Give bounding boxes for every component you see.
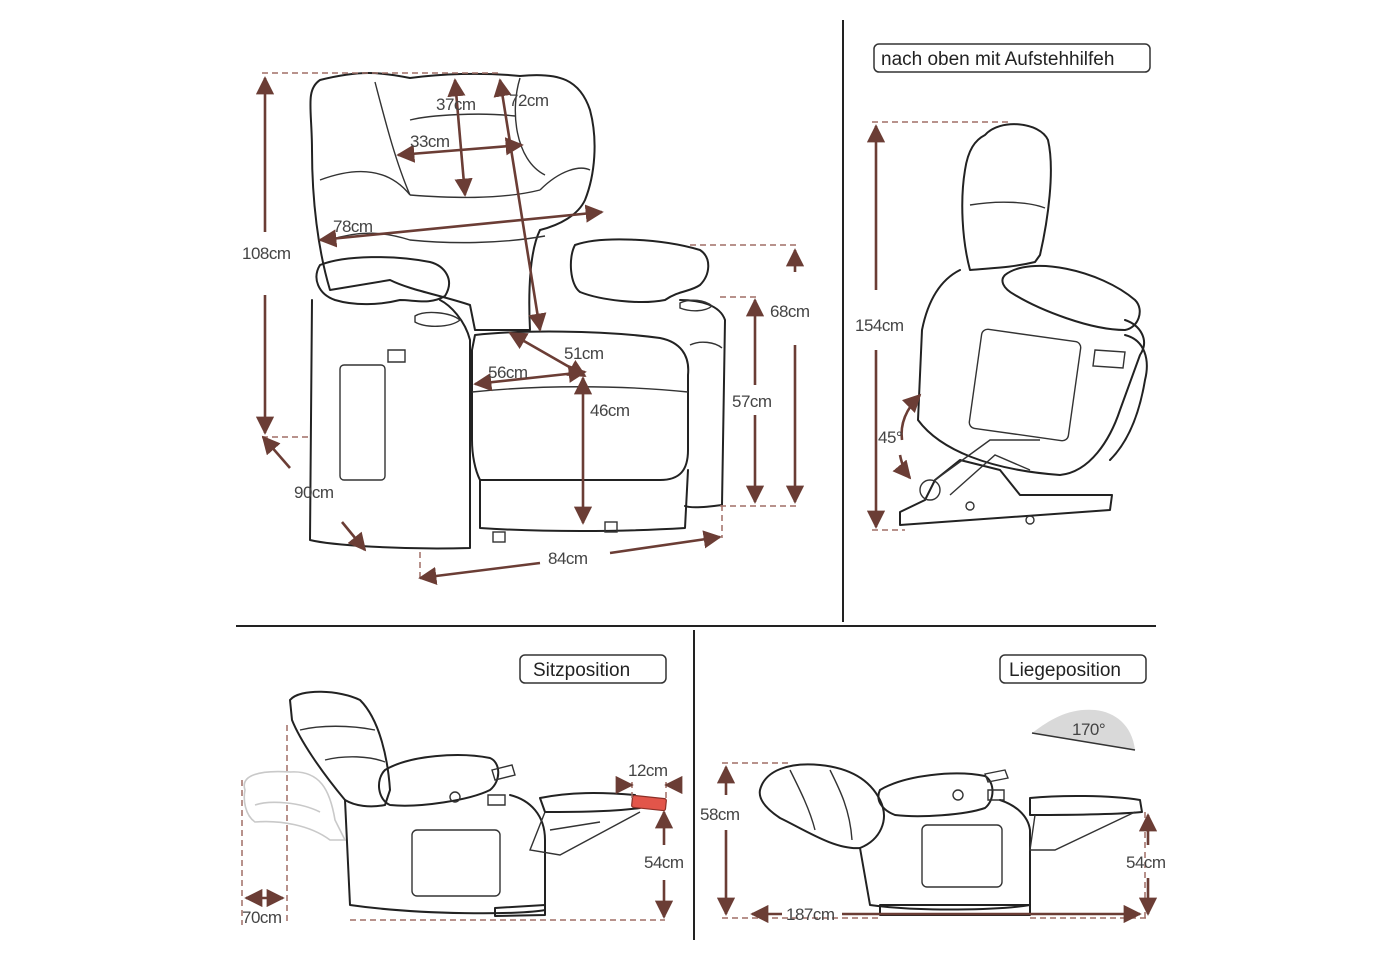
lift-view-title: nach oben mit Aufstehhilfeh: [881, 49, 1114, 70]
sitting-view-title-box: [519, 654, 667, 684]
dim-seat-height: 46cm: [590, 401, 630, 420]
front-view-dimensions: 108cm 72cm 37cm 33cm 78cm 68cm 51cm 56cm…: [242, 72, 810, 585]
dim-lift-height: 154cm: [855, 316, 904, 335]
sitting-view-ghost-chair: [243, 770, 347, 841]
panel-dividers: [236, 20, 1156, 940]
lift-view-chair: [899, 123, 1148, 526]
lift-view-dimensions: 154cm 45°: [855, 121, 1010, 531]
dim-wall-clearance: 70cm: [242, 908, 282, 927]
lying-view-title: Liegeposition: [1009, 660, 1121, 681]
dim-lying-height: 58cm: [700, 805, 740, 824]
lying-view-dimensions: 58cm 54cm 187cm: [700, 762, 1166, 924]
lying-view-title-box: [999, 654, 1147, 684]
dim-back-width: 78cm: [333, 217, 373, 236]
dim-lift-angle: 45°: [878, 428, 902, 447]
sitting-view-dimensions: 12cm 54cm 70cm: [241, 725, 684, 927]
lying-view-angle-marker: 170°: [1031, 709, 1136, 751]
dim-armrest-height: 68cm: [770, 302, 810, 321]
sitting-view-title: Sitzposition: [533, 660, 630, 681]
dim-headrest-height: 37cm: [436, 95, 476, 114]
dim-lying-length: 187cm: [786, 905, 835, 924]
dim-height-total: 108cm: [242, 244, 291, 263]
dim-seat-width: 51cm: [564, 344, 604, 363]
dim-lying-footrest-height: 54cm: [1126, 853, 1166, 872]
dim-arm-front-height: 57cm: [732, 392, 772, 411]
dim-headrest-width: 33cm: [410, 132, 450, 151]
lying-view-chair: [758, 763, 1143, 916]
dim-seat-depth: 56cm: [488, 363, 528, 382]
sitting-view-chair: [289, 690, 667, 917]
dim-sitting-footrest-height: 54cm: [644, 853, 684, 872]
dim-footrest-extension: 12cm: [628, 761, 668, 780]
dim-width: 84cm: [548, 549, 588, 568]
dim-depth: 90cm: [294, 483, 334, 502]
dim-back-height: 72cm: [509, 91, 549, 110]
lift-view-title-box: [873, 43, 1151, 73]
dim-lying-angle: 170°: [1072, 720, 1105, 739]
